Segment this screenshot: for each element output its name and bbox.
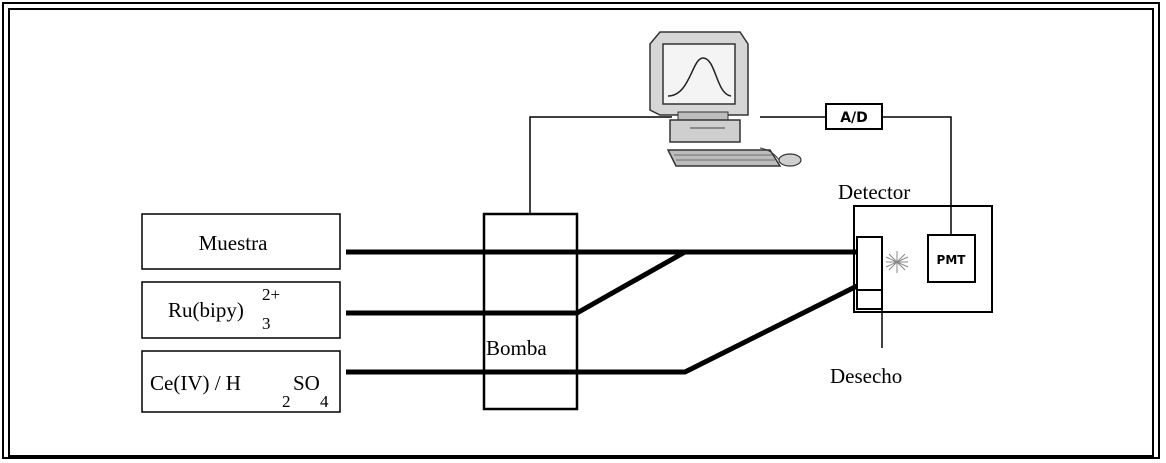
muestra-label: Muestra [199, 231, 268, 255]
ad-label: A/D [840, 110, 868, 126]
ru-subscript: 3 [262, 314, 271, 333]
ad-pmt-wire [882, 116, 952, 235]
ce-subscript-2: 2 [282, 392, 291, 411]
ce-label: Ce(IV) / H [150, 371, 241, 395]
ru-line [346, 249, 687, 316]
bomba-label: Bomba [486, 336, 547, 360]
detector-label: Detector [838, 180, 910, 204]
pmt-box [927, 234, 976, 283]
inner-frame [8, 8, 1154, 457]
ce-box [141, 350, 341, 413]
ce-line [346, 283, 859, 375]
desecho-label: Desecho [830, 364, 902, 388]
pump-computer-wire [529, 116, 672, 214]
computer-icon [649, 31, 802, 167]
ce-subscript-4: 4 [320, 392, 329, 411]
flow-cell [856, 236, 883, 310]
muestra-box [141, 213, 341, 270]
ru-superscript: 2+ [262, 285, 280, 304]
ce-so-label: SO [293, 371, 320, 395]
ru-box [141, 281, 341, 339]
ru-label: Ru(bipy) [168, 298, 244, 322]
pmt-label: PMT [937, 253, 967, 267]
ad-box [825, 103, 883, 130]
flash-icon [885, 251, 909, 273]
